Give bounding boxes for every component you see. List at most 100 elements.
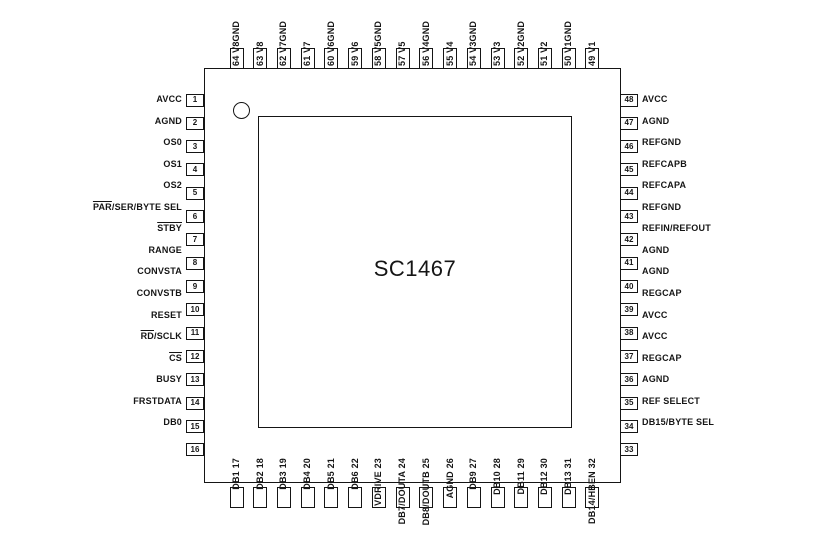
- pin-number: 37: [624, 351, 634, 361]
- overline: STBY: [157, 223, 182, 234]
- pin-box: [537, 487, 552, 508]
- pin-box: 8: [186, 256, 204, 270]
- pin-box: 44: [620, 186, 638, 200]
- chip-title: SC1467: [373, 256, 457, 281]
- pin-number: 2: [192, 118, 198, 128]
- pin-box: [371, 48, 386, 69]
- pin-box: [229, 487, 244, 508]
- pin-box: [443, 487, 458, 508]
- pin-number: 35: [624, 398, 634, 408]
- pin-label: DB2 18: [254, 458, 265, 490]
- pin-number: 6: [192, 211, 198, 221]
- pin-box: [561, 48, 576, 69]
- pin-label: DB12 30: [539, 458, 550, 495]
- pin-box: [300, 487, 315, 508]
- pin-box: [300, 48, 315, 69]
- pin-number: 39: [624, 304, 634, 314]
- pin-label: OS1: [163, 158, 182, 169]
- pin-label: 61 V7: [302, 41, 313, 66]
- pin-number: 42: [624, 234, 634, 244]
- pin-number: 48: [624, 95, 634, 104]
- pin-box: [276, 487, 291, 508]
- pin-number: 46: [624, 141, 634, 151]
- pin-label: AGND: [642, 374, 670, 385]
- pin-label: 63 V8: [254, 41, 265, 66]
- pin-label: AVCC: [642, 331, 668, 342]
- pin-number: 10: [190, 304, 200, 314]
- pin-box: [276, 48, 291, 69]
- overline: RD: [140, 331, 154, 342]
- pin-label: 51 V2: [539, 41, 550, 66]
- pin-box: 1: [186, 93, 204, 107]
- pin-box: 39: [620, 303, 638, 317]
- pin-label: AGND: [154, 115, 182, 126]
- pin1-marker-icon: [233, 102, 250, 119]
- pin-number: 8: [192, 258, 198, 268]
- pin-box: [348, 48, 363, 69]
- pin-number: 36: [624, 374, 634, 384]
- pin-box: [395, 487, 410, 508]
- pin-box: [466, 48, 481, 69]
- pin-label: AGND: [642, 266, 670, 277]
- pin-label: 49 V1: [586, 41, 597, 66]
- pin-box: 11: [186, 326, 204, 340]
- pin-label: BUSY: [156, 374, 182, 385]
- pin-label: OS0: [163, 137, 182, 148]
- pin-box: [324, 48, 339, 69]
- pin-box: [253, 487, 268, 508]
- pin-label: AVCC: [156, 94, 182, 104]
- pin-label: DB0: [163, 417, 182, 428]
- pin-label: 60 V6GND: [325, 20, 336, 66]
- pin-label: REFGND: [642, 201, 682, 212]
- pin-number: 7: [192, 234, 198, 244]
- pin-box: 48: [620, 93, 638, 107]
- pin-number: 45: [624, 164, 634, 174]
- pin-number: 38: [624, 328, 634, 338]
- pin-box: 4: [186, 163, 204, 177]
- pin-box: [585, 48, 600, 69]
- pin-label: DB10 28: [492, 458, 503, 495]
- pin-box: [419, 48, 434, 69]
- pin-box: 7: [186, 233, 204, 247]
- pin-label: AVCC: [642, 94, 668, 104]
- pin-number: 3: [192, 141, 198, 151]
- pin-label: DB4 20: [302, 458, 313, 490]
- pin-label: AGND: [642, 244, 670, 255]
- pin-box: 6: [186, 210, 204, 224]
- pin-box: [443, 48, 458, 69]
- overline: PAR: [92, 201, 112, 212]
- pin-label: DB15/BYTE SEL: [642, 417, 715, 428]
- pin-box: 2: [186, 116, 204, 130]
- pin-number: 33: [624, 444, 634, 454]
- pin-label: RESET: [150, 309, 182, 320]
- pin-label: RD/SCLK: [140, 331, 182, 342]
- pin-box: 41: [620, 256, 638, 270]
- pin-label: AVCC: [642, 309, 668, 320]
- pin-label: STBY: [40, 222, 182, 234]
- pin-box: 16: [186, 443, 204, 457]
- pin-label: FRSTDATA: [133, 395, 182, 406]
- pin-box: 35: [620, 396, 638, 410]
- pin-number: 47: [624, 118, 634, 128]
- pin-box: [466, 487, 481, 508]
- pin-number: 41: [624, 258, 634, 268]
- pin-label: PAR/SER/BYTE SEL: [92, 201, 182, 212]
- pin-label: DB13 31: [563, 458, 574, 495]
- pin-box: [490, 487, 505, 508]
- pin-number: 11: [190, 328, 200, 338]
- pin-label: DB9 27: [468, 458, 479, 490]
- pin-label: DB11 29: [515, 458, 526, 495]
- pin-number: 13: [190, 374, 200, 384]
- pin-box: 38: [620, 326, 638, 340]
- pin-label: CONVSTB: [136, 287, 182, 298]
- pin-label: REFGND: [642, 137, 682, 148]
- pin-box: [253, 48, 268, 69]
- pin-label: 50 V1GND: [563, 20, 574, 66]
- pin-label: 52 V2GND: [515, 20, 526, 66]
- pin-label: REF SELECT: [642, 395, 701, 406]
- pin-box: [348, 487, 363, 508]
- pin-box: 40: [620, 280, 638, 294]
- pin-label: 57 V5: [397, 41, 408, 66]
- overline: CS: [169, 352, 182, 363]
